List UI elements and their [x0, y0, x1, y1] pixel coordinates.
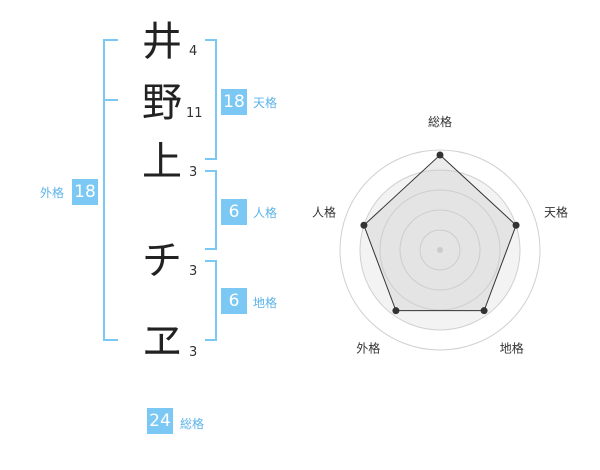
gaikaku-bracket — [103, 39, 118, 341]
radar-point-2 — [480, 307, 488, 315]
radar-polygon — [363, 154, 517, 312]
soukaku-label: 総格 — [180, 417, 205, 431]
stroke-count-4: 3 — [189, 264, 198, 279]
chikaku-bracket — [205, 260, 217, 341]
name-char-2: 野 — [142, 80, 182, 126]
chikaku-value: 6 — [221, 288, 247, 314]
soukaku-value: 24 — [147, 408, 173, 434]
name-char-5: ヱ — [142, 319, 182, 365]
gaikaku-label: 外格 — [40, 186, 65, 200]
name-char-1: 井 — [142, 19, 182, 65]
chikaku-label: 地格 — [253, 296, 278, 310]
radar-center — [437, 247, 443, 253]
gaikaku-value: 18 — [72, 179, 98, 205]
radar-point-1 — [512, 221, 520, 229]
radar-point-4 — [360, 221, 368, 229]
tenkaku-bracket — [205, 39, 217, 160]
stroke-count-3: 3 — [189, 165, 198, 180]
radar-axis-label-2: 地格 — [500, 341, 524, 356]
radar-axis-label-1: 天格 — [544, 204, 568, 219]
radar-axis-label-3: 外格 — [356, 341, 380, 356]
jinkaku-bracket — [205, 170, 217, 250]
name-char-4: チ — [142, 238, 182, 284]
stroke-count-1: 4 — [189, 44, 198, 59]
radar-axis-label-0: 総格 — [428, 114, 452, 129]
tenkaku-label: 天格 — [253, 96, 278, 110]
jinkaku-value: 6 — [221, 199, 247, 225]
name-char-3: 上 — [142, 139, 182, 185]
jinkaku-label: 人格 — [253, 206, 278, 220]
stroke-count-5: 3 — [189, 345, 198, 360]
radar-point-3 — [392, 307, 400, 315]
radar-point-0 — [436, 151, 444, 159]
radar-axis-label-4: 人格 — [312, 204, 336, 219]
tenkaku-value: 18 — [221, 89, 247, 115]
stroke-count-2: 11 — [186, 106, 203, 121]
